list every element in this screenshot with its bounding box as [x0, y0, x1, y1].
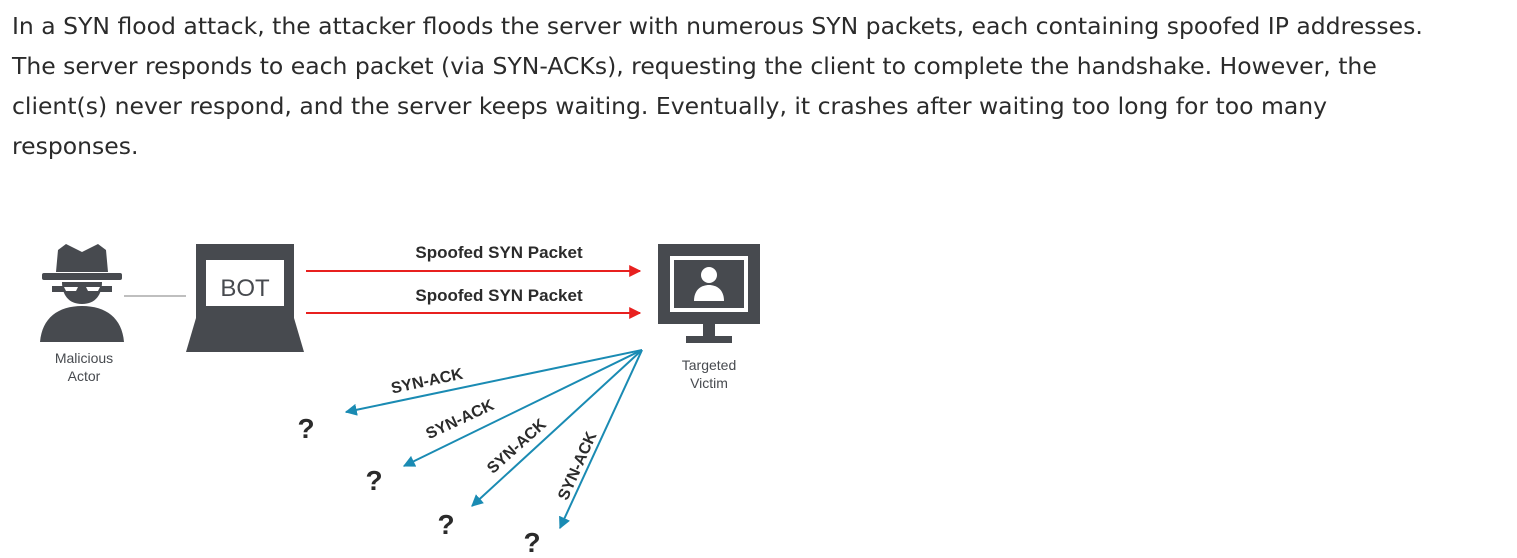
- paragraph-line: client(s) never respond, and the server …: [12, 92, 1328, 120]
- victim-label: Victim: [690, 375, 728, 391]
- synack-label: SYN-ACK: [423, 397, 497, 443]
- monitor-user-icon: [658, 244, 760, 343]
- spy-hat-icon: [40, 244, 124, 342]
- article-paragraph: In a SYN flood attack, the attacker floo…: [12, 6, 1512, 166]
- paragraph-line: The server responds to each packet (via …: [12, 52, 1377, 80]
- unknown-client-marker: ?: [523, 527, 540, 558]
- actor-label: Actor: [68, 368, 101, 384]
- unknown-client-marker: ?: [297, 413, 314, 444]
- synack-arrow: [402, 349, 643, 467]
- unknown-client-marker: ?: [437, 509, 454, 540]
- synack-arrow: [559, 349, 643, 530]
- syn-packet-label: Spoofed SYN Packet: [415, 243, 583, 262]
- unknown-client-marker: ?: [365, 465, 382, 496]
- laptop-icon: [186, 244, 304, 352]
- bot-label: BOT: [220, 275, 270, 302]
- synack-arrow: [344, 349, 643, 416]
- victim-label: Targeted: [682, 357, 736, 373]
- paragraph-line: responses.: [12, 132, 139, 160]
- syn-packet-label: Spoofed SYN Packet: [415, 286, 583, 305]
- synack-label: SYN-ACK: [484, 416, 550, 478]
- synack-arrow: [471, 349, 643, 507]
- paragraph-line: In a SYN flood attack, the attacker floo…: [12, 12, 1423, 40]
- spy-eyes: [64, 287, 100, 291]
- synack-label: SYN-ACK: [390, 366, 465, 398]
- synack-label: SYN-ACK: [555, 429, 600, 503]
- actor-label: Malicious: [55, 350, 113, 366]
